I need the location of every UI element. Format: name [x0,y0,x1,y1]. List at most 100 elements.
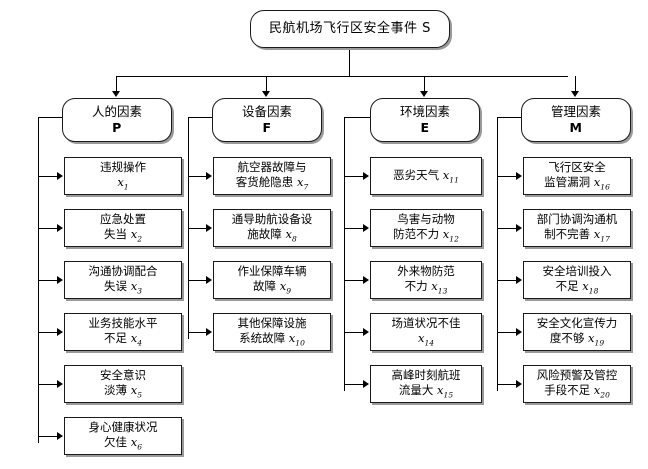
branch-arrow-x2 [57,224,63,232]
category-code-1: F [262,120,272,135]
branch-arrow-x14 [363,328,369,336]
factor-node-x7: 航空器故障与 客货舱隐患 x7 [213,157,331,195]
factor-node-x2: 应急处置 失当 x2 [64,209,182,247]
factor-node-x4: 业务技能水平 不足 x4 [64,313,182,351]
category-code-0: P [112,120,122,135]
factor-text2-x15: 流量大 x15 [398,382,454,400]
branch-arrow-x3 [57,276,63,284]
factor-text-x19: 安全文化宣传力 [536,316,618,331]
factor-text-x6: 身心健康状况 [88,420,158,435]
spine-tap-3 [497,117,522,118]
factor-node-x10: 其他保障设施 系统故障 x10 [213,313,331,351]
factor-text-x5: 安全意识 [100,368,146,383]
factor-node-x11: 恶劣天气 x11 [370,157,482,195]
branch-x15 [344,384,364,385]
branch-arrow-x17 [516,224,522,232]
branch-x5 [38,384,58,385]
factor-text2-x4: 不足 x4 [104,330,142,348]
spine-tap-2 [344,117,371,118]
branch-x18 [497,280,517,281]
root-node-label: 民航机场飞行区安全事件 S [269,20,431,36]
spine-2 [344,117,345,391]
factor-node-x3: 沟通协调配合 失误 x3 [64,261,182,299]
factor-text-x15: 高峰时刻航班 [391,368,461,383]
spine-tap-0 [38,117,63,118]
category-drop-2 [424,76,425,91]
factor-text2-x3: 失误 x3 [104,278,142,296]
factor-node-x19: 安全文化宣传力 度不够 x19 [523,313,631,351]
branch-x20 [497,384,517,385]
factor-text-x8: 通导助航设备设 [231,212,313,227]
branch-arrow-x8 [206,224,212,232]
branch-x16 [497,176,517,177]
spine-tap-1 [188,117,213,118]
category-label-0: 人的因素 [91,104,142,120]
branch-arrow-x9 [206,276,212,284]
factor-text-x9: 作业保障车辆 [237,264,307,279]
root-node: 民航机场飞行区安全事件 S [250,10,450,48]
category-arrow-0 [112,91,120,97]
category-drop-1 [266,76,267,91]
factor-node-x18: 安全培训投入 不足 x18 [523,261,631,299]
branch-x9 [188,280,207,281]
factor-text2-x13: 不力 x13 [404,278,448,296]
factor-text2-x8: 施故障 x8 [247,226,297,244]
factor-node-x13: 外来物防范 不力 x13 [370,261,482,299]
factor-node-x20: 风险预警及管控 手段不足 x20 [523,365,631,403]
factor-label-x14: x14 [417,330,435,348]
factor-text2-x2: 失当 x2 [104,226,142,244]
category-node-0: 人的因素 P [62,98,172,142]
branch-arrow-x11 [363,172,369,180]
branch-x10 [188,332,207,333]
branch-arrow-x19 [516,328,522,336]
factor-text-x12: 鸟害与动物 [397,212,455,227]
factor-text-x14: 场道状况不佳 [391,316,461,331]
category-label-2: 环境因素 [399,104,450,120]
category-code-2: E [420,120,430,135]
factor-node-x17: 部门协调沟通机 制不完善 x17 [523,209,631,247]
branch-x13 [344,280,364,281]
category-bus [116,76,568,77]
factor-text2-x17: 制不完善 x17 [544,226,610,244]
category-node-2: 环境因素 E [370,98,480,142]
branch-x4 [38,332,58,333]
branch-arrow-x6 [57,432,63,440]
category-drop-3 [575,76,576,91]
branch-x14 [344,332,364,333]
category-drop-0 [116,76,117,91]
factor-text-x16: 飞行区安全 [548,160,606,175]
factor-text2-x16: 监管漏洞 x16 [544,174,610,192]
factor-node-x9: 作业保障车辆 故障 x9 [213,261,331,299]
factor-text-x7: 航空器故障与 [237,160,307,175]
branch-x3 [38,280,58,281]
factor-text-x3: 沟通协调配合 [88,264,158,279]
branch-arrow-x15 [363,380,369,388]
branch-x2 [38,228,58,229]
branch-arrow-x10 [206,328,212,336]
factor-text-x13: 外来物防范 [397,264,455,279]
branch-arrow-x18 [516,276,522,284]
factor-text-x18: 安全培训投入 [542,264,612,279]
branch-x8 [188,228,207,229]
factor-text2-x18: 不足 x18 [555,278,599,296]
factor-node-x8: 通导助航设备设 施故障 x8 [213,209,331,247]
factor-text2-x7: 客货舱隐患 x7 [235,174,309,192]
factor-node-x5: 安全意识 淡薄 x5 [64,365,182,403]
branch-arrow-x5 [57,380,63,388]
factor-node-x12: 鸟害与动物 防范不力 x12 [370,209,482,247]
category-arrow-2 [420,91,428,97]
category-arrow-3 [571,91,579,97]
factor-text2-x20: 手段不足 x20 [544,382,610,400]
factor-node-x16: 飞行区安全 监管漏洞 x16 [523,157,631,195]
branch-x11 [344,176,364,177]
factor-text2-x5: 淡薄 x5 [104,382,142,400]
branch-arrow-x13 [363,276,369,284]
branch-x17 [497,228,517,229]
factor-text-x20: 风险预警及管控 [536,368,618,383]
factor-text-x1: 违规操作 [100,160,146,175]
category-node-3: 管理因素 M [521,98,631,142]
category-code-3: M [569,120,583,135]
factor-text2-x10: 系统故障 x10 [239,330,305,348]
root-stem [349,48,350,76]
factor-text2-x9: 故障 x9 [253,278,291,296]
